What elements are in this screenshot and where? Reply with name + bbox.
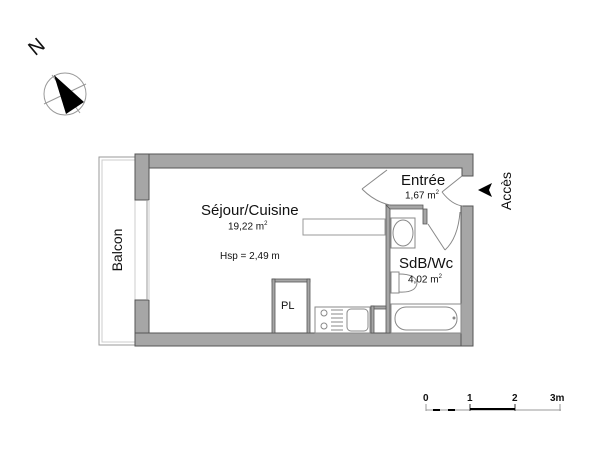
room-sejour-height: Hsp = 2,49 m [220,251,280,262]
compass [43,72,87,116]
room-entree-area-value: 1,67 m [405,190,436,202]
room-sejour-name: Séjour/Cuisine [201,202,299,219]
counter [302,218,386,236]
entrance-doors [361,169,464,251]
area-superscript: 2 [438,274,442,280]
scale-tick-0: 0 [423,393,429,404]
arrow-left-icon [478,183,492,197]
scale-tick-1: 1 [467,393,473,404]
room-placard-name: PL [281,300,295,312]
scale-tick-2: 2 [512,393,518,404]
area-superscript: 2 [435,190,439,196]
room-sdb-name: SdB/Wc [399,255,454,272]
walls [134,153,474,347]
room-sdb-area: 4,02 m2 [408,274,442,285]
area-superscript: 2 [264,221,268,227]
bathroom-fixtures [390,217,462,334]
interior-walls [271,204,428,334]
room-entree-area: 1,67 m2 [405,190,439,201]
scale-tick-3m: 3m [550,393,565,404]
north-arrow-icon [54,75,84,114]
kitchen-fixtures [314,306,371,334]
room-entree-name: Entrée [401,172,446,189]
room-sejour-area: 19,22 m2 [228,221,267,232]
room-sdb-area-value: 4,02 m [408,274,439,286]
access-label: Accès [498,171,514,211]
room-sejour-area-value: 19,22 m [228,221,265,233]
balcony [98,156,136,346]
scale-bar [425,404,561,411]
room-balcon-name: Balcon [109,228,125,272]
